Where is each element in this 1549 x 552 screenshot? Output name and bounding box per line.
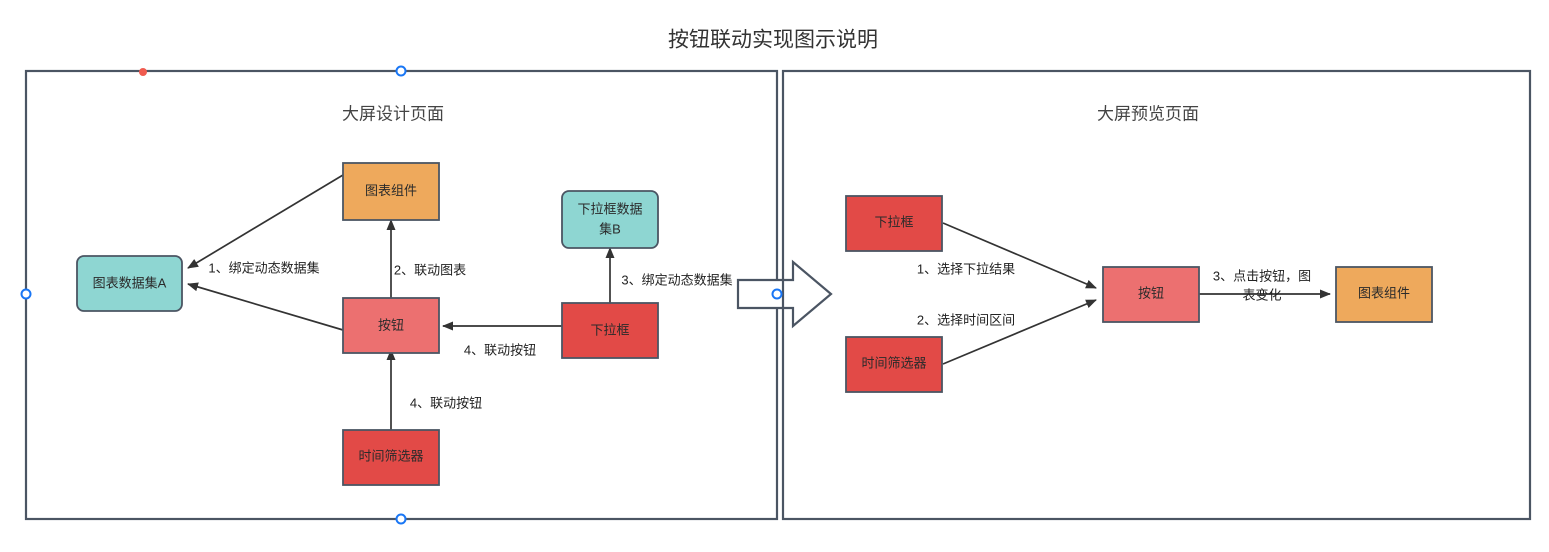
node-chart-dataset-a-rect[interactable] — [76, 255, 183, 312]
node-chart-component-rect[interactable] — [342, 162, 440, 221]
node-button[interactable]: 按钮 — [342, 297, 440, 354]
edge-label-link-chart: 2、联动图表 — [394, 262, 466, 277]
node-dropdown-dataset-b-label-line1: 下拉框数据 — [577, 201, 642, 216]
node-preview-time-filter[interactable]: 时间筛选器 — [845, 336, 943, 393]
edge-select-dropdown-result-line — [942, 222, 1097, 289]
edge-label-click-button-chart-change-line2: 表变化 — [1242, 287, 1281, 302]
node-chart-dataset-a-label: 图表数据集A — [93, 275, 167, 290]
node-preview-button[interactable]: 按钮 — [1102, 266, 1200, 323]
edge-label-select-dropdown-result: 1、选择下拉结果 — [917, 261, 1015, 276]
edge-button-to-dataset-line — [187, 282, 344, 331]
node-button-label: 按钮 — [378, 317, 404, 332]
node-dropdown-rect[interactable] — [561, 302, 659, 359]
node-preview-chart-component[interactable]: 图表组件 — [1335, 266, 1433, 323]
page-title: 按钮联动实现图示说明 — [668, 29, 878, 52]
transition-arrow-icon — [736, 259, 833, 329]
node-time-filter-label: 时间筛选器 — [358, 448, 423, 463]
edge-label-click-button-chart-change-line1: 3、点击按钮，图 — [1213, 268, 1311, 283]
node-preview-time-filter-label: 时间筛选器 — [861, 355, 926, 370]
node-chart-component-label: 图表组件 — [365, 183, 417, 198]
edge-bind-dynamic-dataset-line — [187, 174, 344, 269]
node-time-filter-rect[interactable] — [342, 429, 440, 486]
panel-design-title: 大屏设计页面 — [342, 104, 444, 123]
edge-select-time-range-line — [942, 299, 1097, 365]
node-preview-button-rect[interactable] — [1102, 266, 1200, 323]
node-dropdown-dataset-b-rect[interactable] — [561, 190, 659, 249]
node-preview-chart-component-rect[interactable] — [1335, 266, 1433, 323]
node-preview-dropdown-label: 下拉框 — [874, 214, 913, 229]
edge-label-dropdown-link-button: 4、联动按钮 — [464, 342, 536, 357]
panel-preview-title: 大屏预览页面 — [1097, 104, 1199, 123]
node-preview-chart-component-label: 图表组件 — [1358, 285, 1410, 300]
node-dropdown-label: 下拉框 — [590, 322, 629, 337]
selection-handle-right[interactable] — [771, 288, 783, 300]
node-dropdown-dataset-b[interactable]: 下拉框数据 集B — [561, 190, 659, 249]
node-preview-dropdown-rect[interactable] — [845, 195, 943, 252]
node-dropdown[interactable]: 下拉框 — [561, 302, 659, 359]
node-chart-dataset-a[interactable]: 图表数据集A — [76, 255, 183, 312]
node-button-rect[interactable] — [342, 297, 440, 354]
node-time-filter[interactable]: 时间筛选器 — [342, 429, 440, 486]
node-preview-time-filter-rect[interactable] — [845, 336, 943, 393]
edge-label-select-time-range: 2、选择时间区间 — [917, 312, 1015, 327]
selection-handle-left[interactable] — [20, 288, 32, 300]
edge-label-bind-dataset-b: 3、绑定动态数据集 — [621, 272, 732, 287]
panel-preview — [781, 69, 1532, 521]
node-preview-button-label: 按钮 — [1138, 285, 1164, 300]
node-dropdown-dataset-b-label-line2: 集B — [599, 221, 621, 236]
selection-handle-top[interactable] — [395, 65, 407, 77]
edge-label-timefilter-link-button: 4、联动按钮 — [410, 395, 482, 410]
edge-label-bind-dynamic-dataset: 1、绑定动态数据集 — [208, 260, 319, 275]
selection-handle-top-red[interactable] — [139, 68, 147, 76]
selection-handle-bottom[interactable] — [395, 513, 407, 525]
node-chart-component[interactable]: 图表组件 — [342, 162, 440, 221]
node-preview-dropdown[interactable]: 下拉框 — [845, 195, 943, 252]
